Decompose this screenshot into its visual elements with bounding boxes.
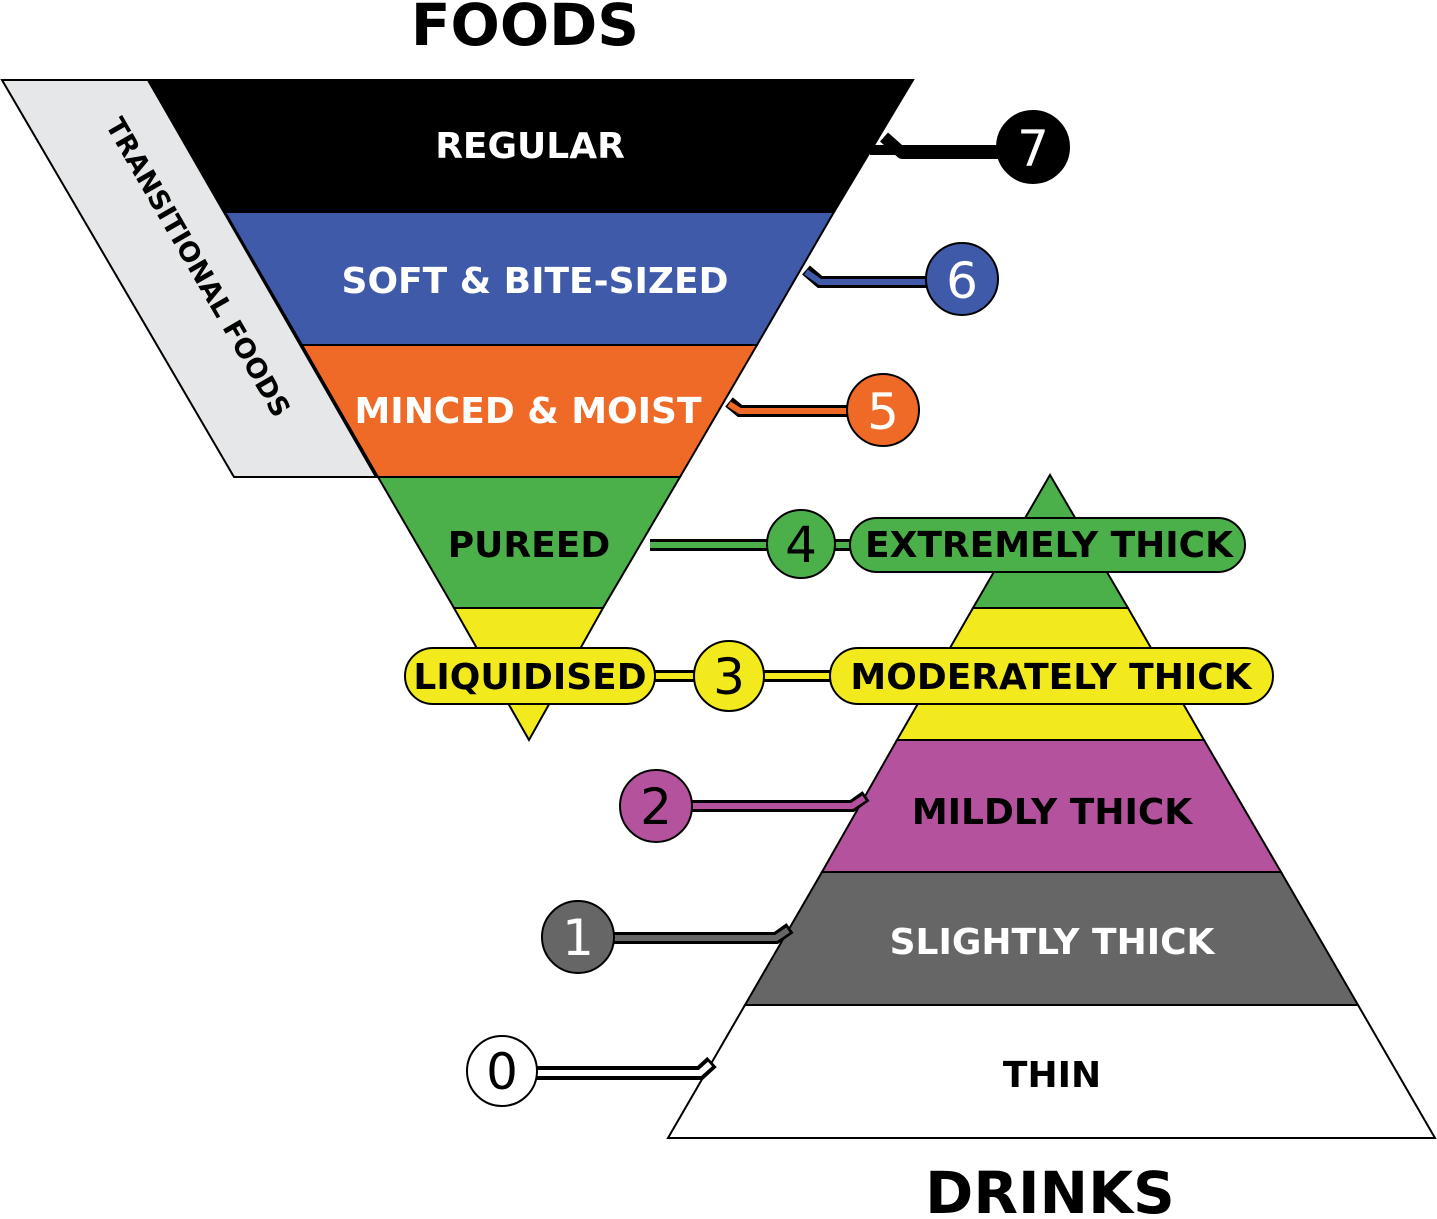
transitional-foods-band — [0, 79, 378, 478]
drink-label-slightly-thick: SLIGHTLY THICK — [890, 922, 1216, 963]
moderately-thick-pill — [829, 647, 1274, 705]
food-label-minced-moist: MINCED & MOIST — [354, 391, 701, 432]
drink-label-thin: THIN — [1003, 1055, 1101, 1096]
food-label-soft-bite-sized: SOFT & BITE-SIZED — [342, 261, 729, 302]
drinks-title: DRINKS — [925, 1159, 1175, 1219]
level-5-number: 5 — [867, 383, 899, 441]
level-7-circle — [996, 110, 1070, 184]
level-2-circle — [619, 769, 693, 843]
food-label-pureed: PUREED — [448, 525, 610, 566]
connector-0 — [525, 1056, 717, 1080]
level-1-number: 1 — [562, 909, 594, 967]
level-3-number: 3 — [713, 648, 745, 706]
connector-7 — [870, 132, 1010, 159]
level-3-circle — [693, 640, 765, 712]
connector-5 — [725, 397, 855, 417]
food-label-liquidised: LIQUIDISED — [413, 657, 646, 698]
level-7-number: 7 — [1017, 120, 1049, 178]
liquidised-pill — [404, 647, 656, 705]
level-0-circle — [466, 1035, 538, 1107]
drink-label-mildly-thick: MILDLY THICK — [912, 792, 1193, 833]
drink-band-thin — [666, 1004, 1437, 1139]
connector-2 — [680, 791, 870, 812]
level-4-number: 4 — [785, 516, 817, 574]
connector-6 — [802, 265, 935, 288]
extremely-thick-pill — [849, 517, 1246, 573]
level-5-circle — [846, 373, 920, 447]
foods-title: FOODS — [411, 0, 639, 59]
level-6-number: 6 — [946, 252, 978, 310]
drink-label-extremely-thick: EXTREMELY THICK — [865, 525, 1234, 566]
level-1-circle — [541, 900, 615, 974]
drink-label-moderately-thick: MODERATELY THICK — [850, 657, 1252, 698]
level-2-number: 2 — [640, 778, 672, 836]
food-label-regular: REGULAR — [435, 126, 625, 167]
level-4-circle — [766, 509, 836, 579]
level-0-number: 0 — [486, 1043, 518, 1101]
connector-1 — [600, 923, 794, 944]
level-6-circle — [925, 242, 999, 316]
